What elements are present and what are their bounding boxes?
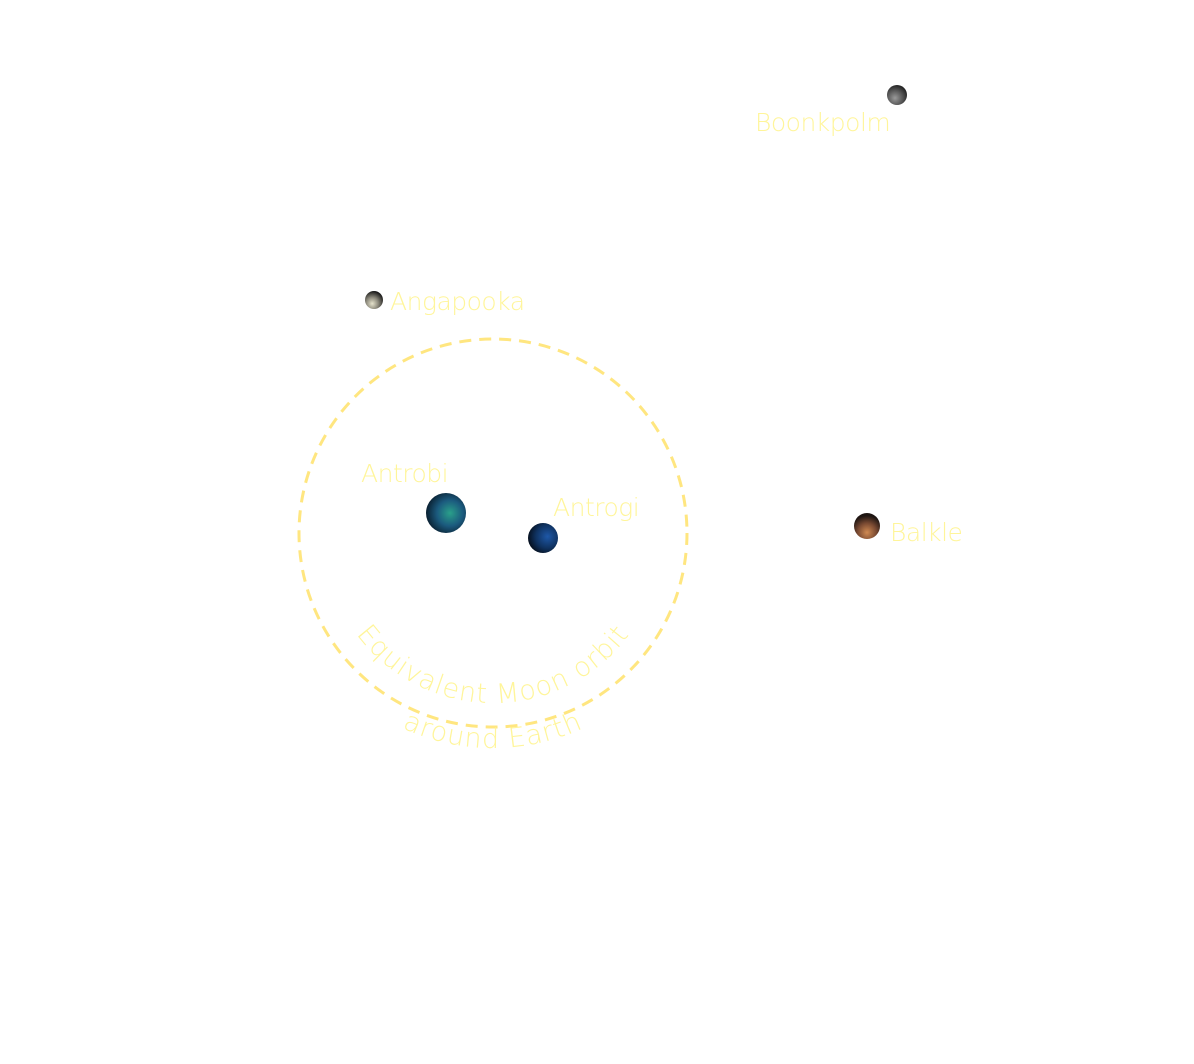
planet-balkle-icon — [854, 513, 880, 539]
label-balkle: Balkle — [890, 518, 962, 547]
planet-antrogi-icon — [528, 523, 558, 553]
orbit-label-line1: Equivalent Moon orbit — [351, 619, 636, 711]
orbit-label-line2: around Earth — [399, 706, 587, 755]
body-angapooka[interactable]: Angapooka — [365, 287, 525, 316]
label-angapooka: Angapooka — [390, 287, 525, 316]
body-balkle[interactable]: Balkle — [854, 513, 963, 547]
moon-orbit-circle — [297, 337, 689, 729]
label-antrogi: Antrogi — [553, 493, 639, 522]
planet-antrobi-icon — [426, 493, 466, 533]
label-antrobi: Antrobi — [361, 459, 448, 488]
label-boonkpolm: Boonkpolm — [755, 108, 890, 137]
body-antrobi[interactable]: Antrobi — [361, 459, 466, 533]
planet-boonkpolm-icon — [887, 85, 907, 105]
body-antrogi[interactable]: Antrogi — [528, 493, 640, 553]
planet-angapooka-icon — [365, 291, 383, 309]
body-boonkpolm[interactable]: Boonkpolm — [755, 85, 907, 137]
